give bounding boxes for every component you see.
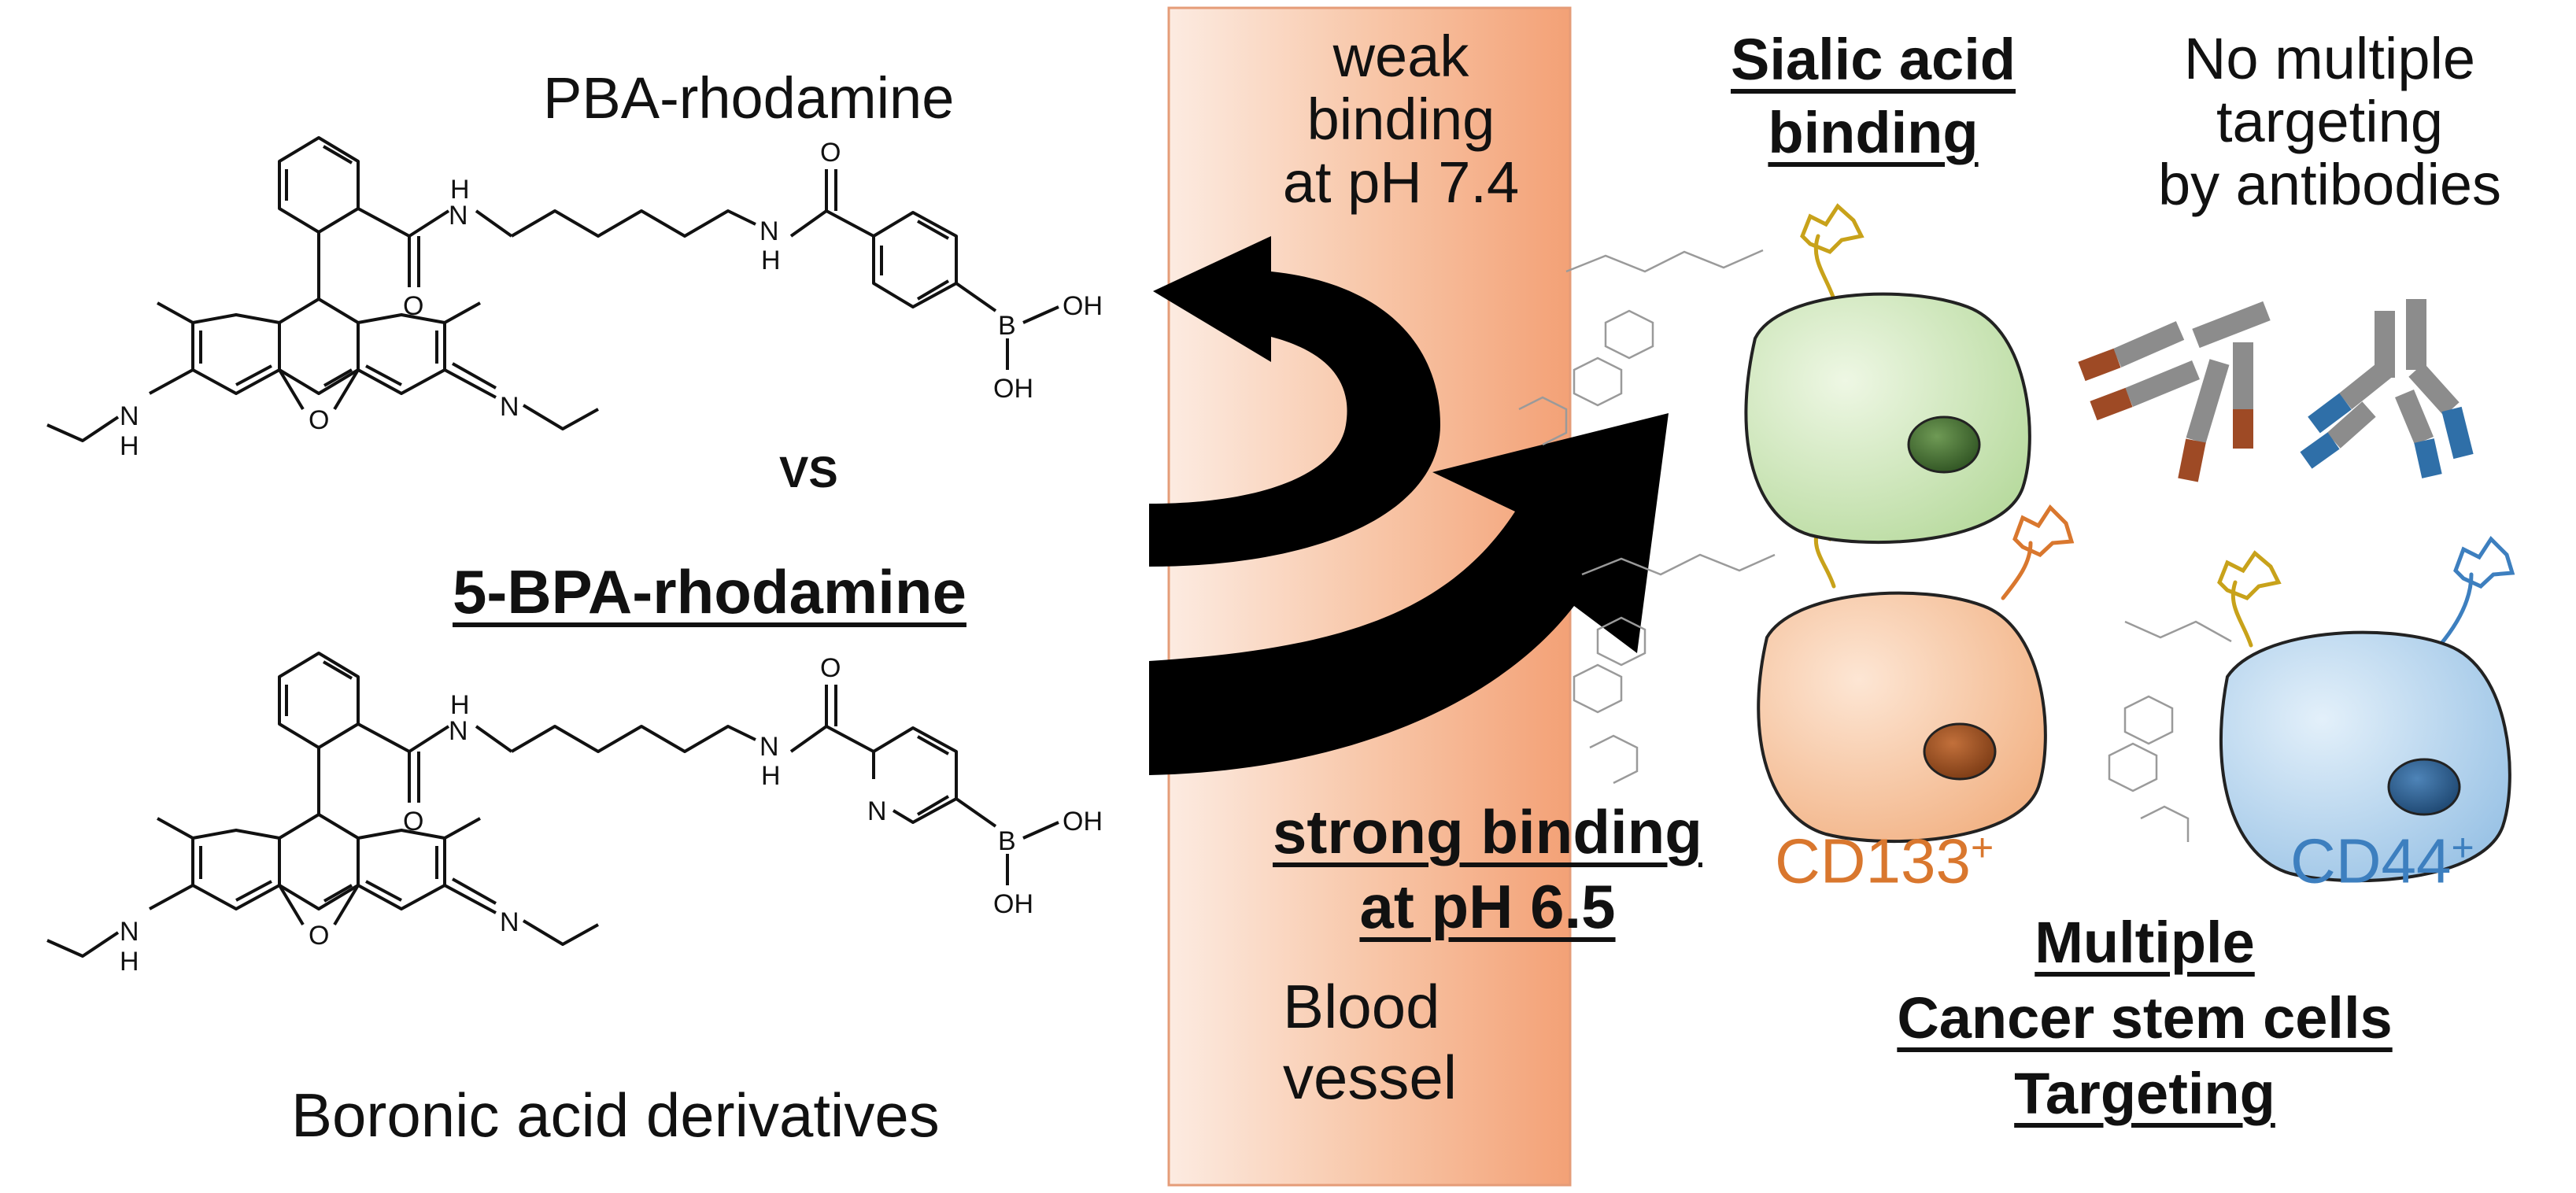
weak-binding-line-3: at pH 7.4 [1282, 149, 1520, 215]
bpa-atom-imine-n: N [500, 907, 519, 937]
versus-label: VS [779, 447, 838, 497]
strong-binding-line-1: strong binding [1273, 797, 1702, 866]
weak-binding-line-1: weak [1332, 24, 1469, 89]
pba-atom-ring-o: O [309, 405, 329, 435]
pba-atom-n1: N [449, 201, 468, 231]
sialic-binding-label: Sialic acid binding [1661, 24, 2086, 169]
targeting-line-1: Multiple [2035, 910, 2255, 975]
targeting-line-3: Targeting [2014, 1061, 2275, 1127]
antibody-blue [2300, 299, 2474, 478]
pba-atom-h2: H [761, 246, 781, 275]
bpa-atom-h1: H [450, 690, 470, 720]
weak-binding-return-arrow [1149, 236, 1440, 567]
sialic-binding-line-2: binding [1768, 99, 1979, 165]
targeting-line-2: Cancer stem cells [1897, 985, 2393, 1051]
pba-atom-o2: O [820, 138, 841, 168]
antibody-line-2: targeting [2216, 88, 2443, 154]
pba-atom-amine-n: N [120, 401, 139, 431]
boronic-acid-caption: Boronic acid derivatives [291, 1080, 940, 1150]
cd133-cell [1757, 591, 2047, 844]
cd133-cell-nucleus [1923, 722, 1997, 781]
bpa-atom-o1: O [403, 807, 423, 837]
strong-binding-label: strong binding at pH 6.5 [1204, 795, 1771, 944]
cd133-label: CD133+ [1775, 826, 1994, 896]
pba-rhodamine-structure [46, 136, 1059, 442]
pba-atom-o1: O [403, 291, 423, 321]
sialic-binding-line-1: Sialic acid [1731, 27, 2016, 92]
green-cell-nucleus [1907, 416, 1981, 474]
antibody-red [2078, 301, 2271, 482]
cd44-sup: + [2451, 825, 2474, 870]
bpa-atom-ring-o: O [309, 921, 329, 951]
bpa-atom-o2: O [820, 653, 841, 683]
conjugate-sketches [1518, 249, 2232, 842]
5-bpa-rhodamine-label: 5-BPA-rhodamine [453, 557, 966, 626]
cd133-sup: + [1971, 825, 1994, 870]
cd44-text: CD44 [2290, 825, 2452, 896]
pba-atom-oh2: OH [993, 374, 1033, 404]
antibody-line-1: No multiple [2183, 26, 2476, 91]
bpa-atom-h2: H [761, 761, 781, 791]
pba-atom-amine-h: H [120, 431, 139, 461]
pba-rhodamine-label: PBA-rhodamine [543, 65, 955, 131]
5-bpa-rhodamine-structure [46, 652, 1059, 958]
bpa-atom-amine-h: H [120, 947, 139, 977]
pba-atom-h1: H [450, 175, 470, 205]
cd44-label: CD44+ [2290, 826, 2474, 896]
bpa-atom-n2: N [759, 732, 779, 762]
bpa-atom-b: B [998, 826, 1016, 856]
bpa-atom-oh1: OH [1063, 807, 1103, 837]
blood-vessel-label: Blood vessel [1283, 972, 1457, 1113]
strong-binding-line-2: at pH 6.5 [1359, 872, 1616, 942]
weak-binding-line-2: binding [1306, 86, 1495, 152]
no-antibody-targeting-label: No multiple targeting by antibodies [2094, 28, 2566, 216]
bpa-atom-amine-n: N [120, 917, 139, 947]
multiple-targeting-label: Multiple Cancer stem cells Targeting [1732, 905, 2558, 1132]
pba-atom-b: B [998, 311, 1016, 341]
bpa-atom-oh2: OH [993, 889, 1033, 919]
strong-binding-arrow [1149, 413, 1669, 775]
antibody-line-3: by antibodies [2157, 151, 2502, 217]
bpa-atom-n1: N [449, 716, 468, 746]
weak-binding-label: weak binding at pH 7.4 [1224, 25, 1578, 214]
pba-atom-n2: N [759, 216, 779, 246]
cd44-cell-nucleus [2387, 758, 2461, 816]
pba-atom-imine-n: N [500, 392, 519, 422]
blood-vessel-line-2: vessel [1283, 1042, 1458, 1112]
bpa-atom-pyridine-n: N [867, 796, 887, 826]
cd133-text: CD133 [1775, 825, 1972, 896]
blood-vessel-line-1: Blood [1283, 972, 1440, 1041]
cd44-cell [2219, 630, 2511, 883]
pba-atom-oh1: OH [1063, 291, 1103, 321]
green-cell [1744, 292, 2031, 545]
